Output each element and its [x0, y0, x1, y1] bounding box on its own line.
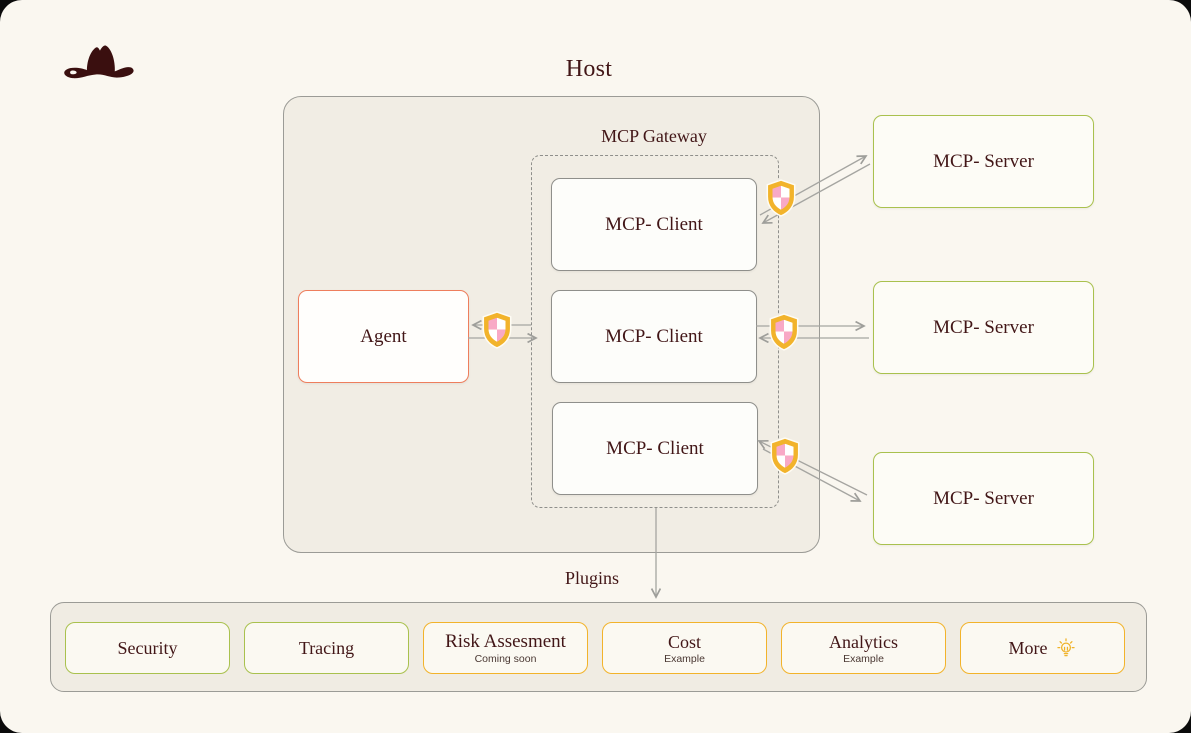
agent-node: Agent	[298, 290, 469, 383]
plugins-label: Plugins	[564, 568, 620, 588]
mcp-client-label: MCP- Client	[605, 325, 703, 347]
plugin-risk-assesment: Risk Assesment Coming soon	[423, 622, 588, 674]
plugin-sublabel: Example	[843, 652, 884, 665]
plugin-security: Security	[65, 622, 230, 674]
shield-icon	[767, 312, 801, 352]
shield-icon	[764, 178, 798, 218]
mcp-server-node-1: MCP- Server	[873, 115, 1094, 208]
cowboy-hat-logo	[64, 45, 134, 79]
mcp-server-node-3: MCP- Server	[873, 452, 1094, 545]
mcp-server-node-2: MCP- Server	[873, 281, 1094, 374]
mcp-server-label: MCP- Server	[933, 487, 1034, 509]
mcp-server-label: MCP- Server	[933, 150, 1034, 172]
mcp-client-node-1: MCP- Client	[551, 178, 757, 271]
plugin-sublabel: Example	[664, 652, 705, 665]
plugin-more: More	[960, 622, 1125, 674]
plugin-label: More	[1008, 638, 1048, 658]
plugin-label: Risk Assesment	[445, 630, 566, 652]
agent-label: Agent	[360, 325, 407, 347]
plugin-label: Tracing	[298, 638, 355, 658]
mcp-client-label: MCP- Client	[606, 437, 704, 459]
plugin-label: Analytics	[829, 631, 898, 652]
mcp-client-node-3: MCP- Client	[552, 402, 758, 495]
mcp-gateway-label: MCP Gateway	[601, 126, 707, 146]
plugin-analytics: Analytics Example	[781, 622, 946, 674]
lightbulb-icon	[1056, 638, 1075, 657]
plugin-tracing: Tracing	[244, 622, 409, 674]
host-title: Host	[565, 56, 613, 82]
plugin-label: Security	[117, 638, 178, 658]
mcp-client-label: MCP- Client	[605, 213, 703, 235]
plugin-cost: Cost Example	[602, 622, 767, 674]
shield-icon	[480, 310, 514, 350]
shield-icon	[768, 436, 802, 476]
mcp-client-node-2: MCP- Client	[551, 290, 757, 383]
plugin-label: Cost	[667, 631, 701, 652]
plugin-sublabel: Coming soon	[474, 652, 537, 665]
mcp-server-label: MCP- Server	[933, 316, 1034, 338]
